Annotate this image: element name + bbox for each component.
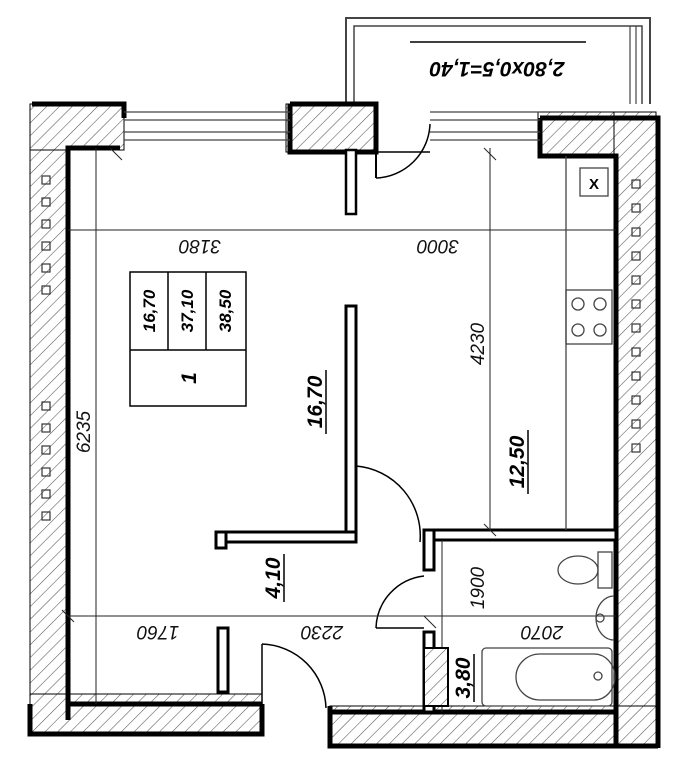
dimension-lines (61, 147, 616, 712)
kitchen-window (430, 111, 540, 141)
exterior-walls (29, 103, 657, 747)
table-total-area-with-balcony: 38,50 (216, 289, 235, 332)
wall-outlines (27, 101, 661, 749)
bathtub (481, 647, 616, 707)
table-total-area: 37,10 (178, 289, 197, 332)
bathroom-door (375, 575, 425, 629)
washbasin (595, 595, 615, 641)
kitchen-door (355, 465, 422, 543)
entrance-door (261, 643, 327, 709)
area-hallway: 4,10 (262, 557, 285, 599)
area-living-room: 16,70 (304, 375, 327, 428)
window-frame-marks (41, 175, 641, 521)
interior-partitions (214, 304, 618, 714)
table-apartment-number: 1 (178, 372, 201, 384)
balcony-door (344, 120, 431, 216)
riser-shaft (423, 647, 449, 707)
dim-bath-width: 2070 (520, 621, 564, 642)
table-living-area: 16,70 (140, 289, 159, 332)
dim-living-width: 3180 (178, 235, 221, 256)
apartment-summary-table (129, 271, 247, 407)
living-room-window (124, 111, 290, 141)
dim-overall-depth: 6235 (74, 410, 95, 453)
kitchen-counter (565, 156, 613, 530)
dim-kitchen-width: 3000 (416, 235, 459, 256)
toilet (557, 551, 613, 589)
dim-hall-width-left: 1760 (136, 621, 179, 642)
balcony-area-formula: 2,80x0,5=1,40 (429, 57, 565, 80)
dim-bath-depth: 1900 (468, 566, 489, 609)
vent-shaft-label: X (589, 176, 599, 193)
balcony: 2,80x0,5=1,40 (345, 17, 651, 104)
dim-kitchen-depth: 4230 (468, 322, 489, 365)
area-bathroom: 3,80 (452, 657, 475, 698)
area-kitchen: 12,50 (506, 435, 529, 488)
dim-hall-width-right: 2230 (300, 621, 344, 642)
